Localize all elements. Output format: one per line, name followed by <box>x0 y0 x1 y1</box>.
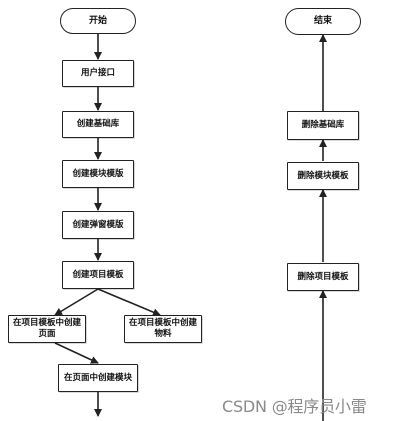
start-node: 开始 <box>60 8 136 34</box>
create-page-in-project-step: 在项目模板中创建页面 <box>8 315 86 343</box>
delete-project-template-step: 删除项目模板 <box>287 263 359 291</box>
arrow-page-to-module <box>54 342 99 364</box>
create-module-template-step: 创建模块模版 <box>62 160 134 188</box>
delete-base-lib-step: 删除基础库 <box>287 111 359 140</box>
delete-module-template-step: 删除模块模板 <box>287 162 359 190</box>
create-project-template-step: 创建项目模板 <box>62 261 134 289</box>
arrow-project-to-material <box>97 288 161 316</box>
create-popup-template-step: 创建弹窗模版 <box>62 211 134 239</box>
arrow-project-to-page <box>54 288 99 316</box>
create-module-in-page-step: 在页面中创建模块 <box>58 364 138 392</box>
create-base-lib-step: 创建基础库 <box>62 111 134 138</box>
user-interface-step: 用户接口 <box>62 60 134 87</box>
create-material-in-project-step: 在项目模板中创建物料 <box>124 315 202 343</box>
end-node: 结束 <box>285 8 361 35</box>
csdn-watermark: CSDN @程序员小雷 <box>222 397 367 416</box>
